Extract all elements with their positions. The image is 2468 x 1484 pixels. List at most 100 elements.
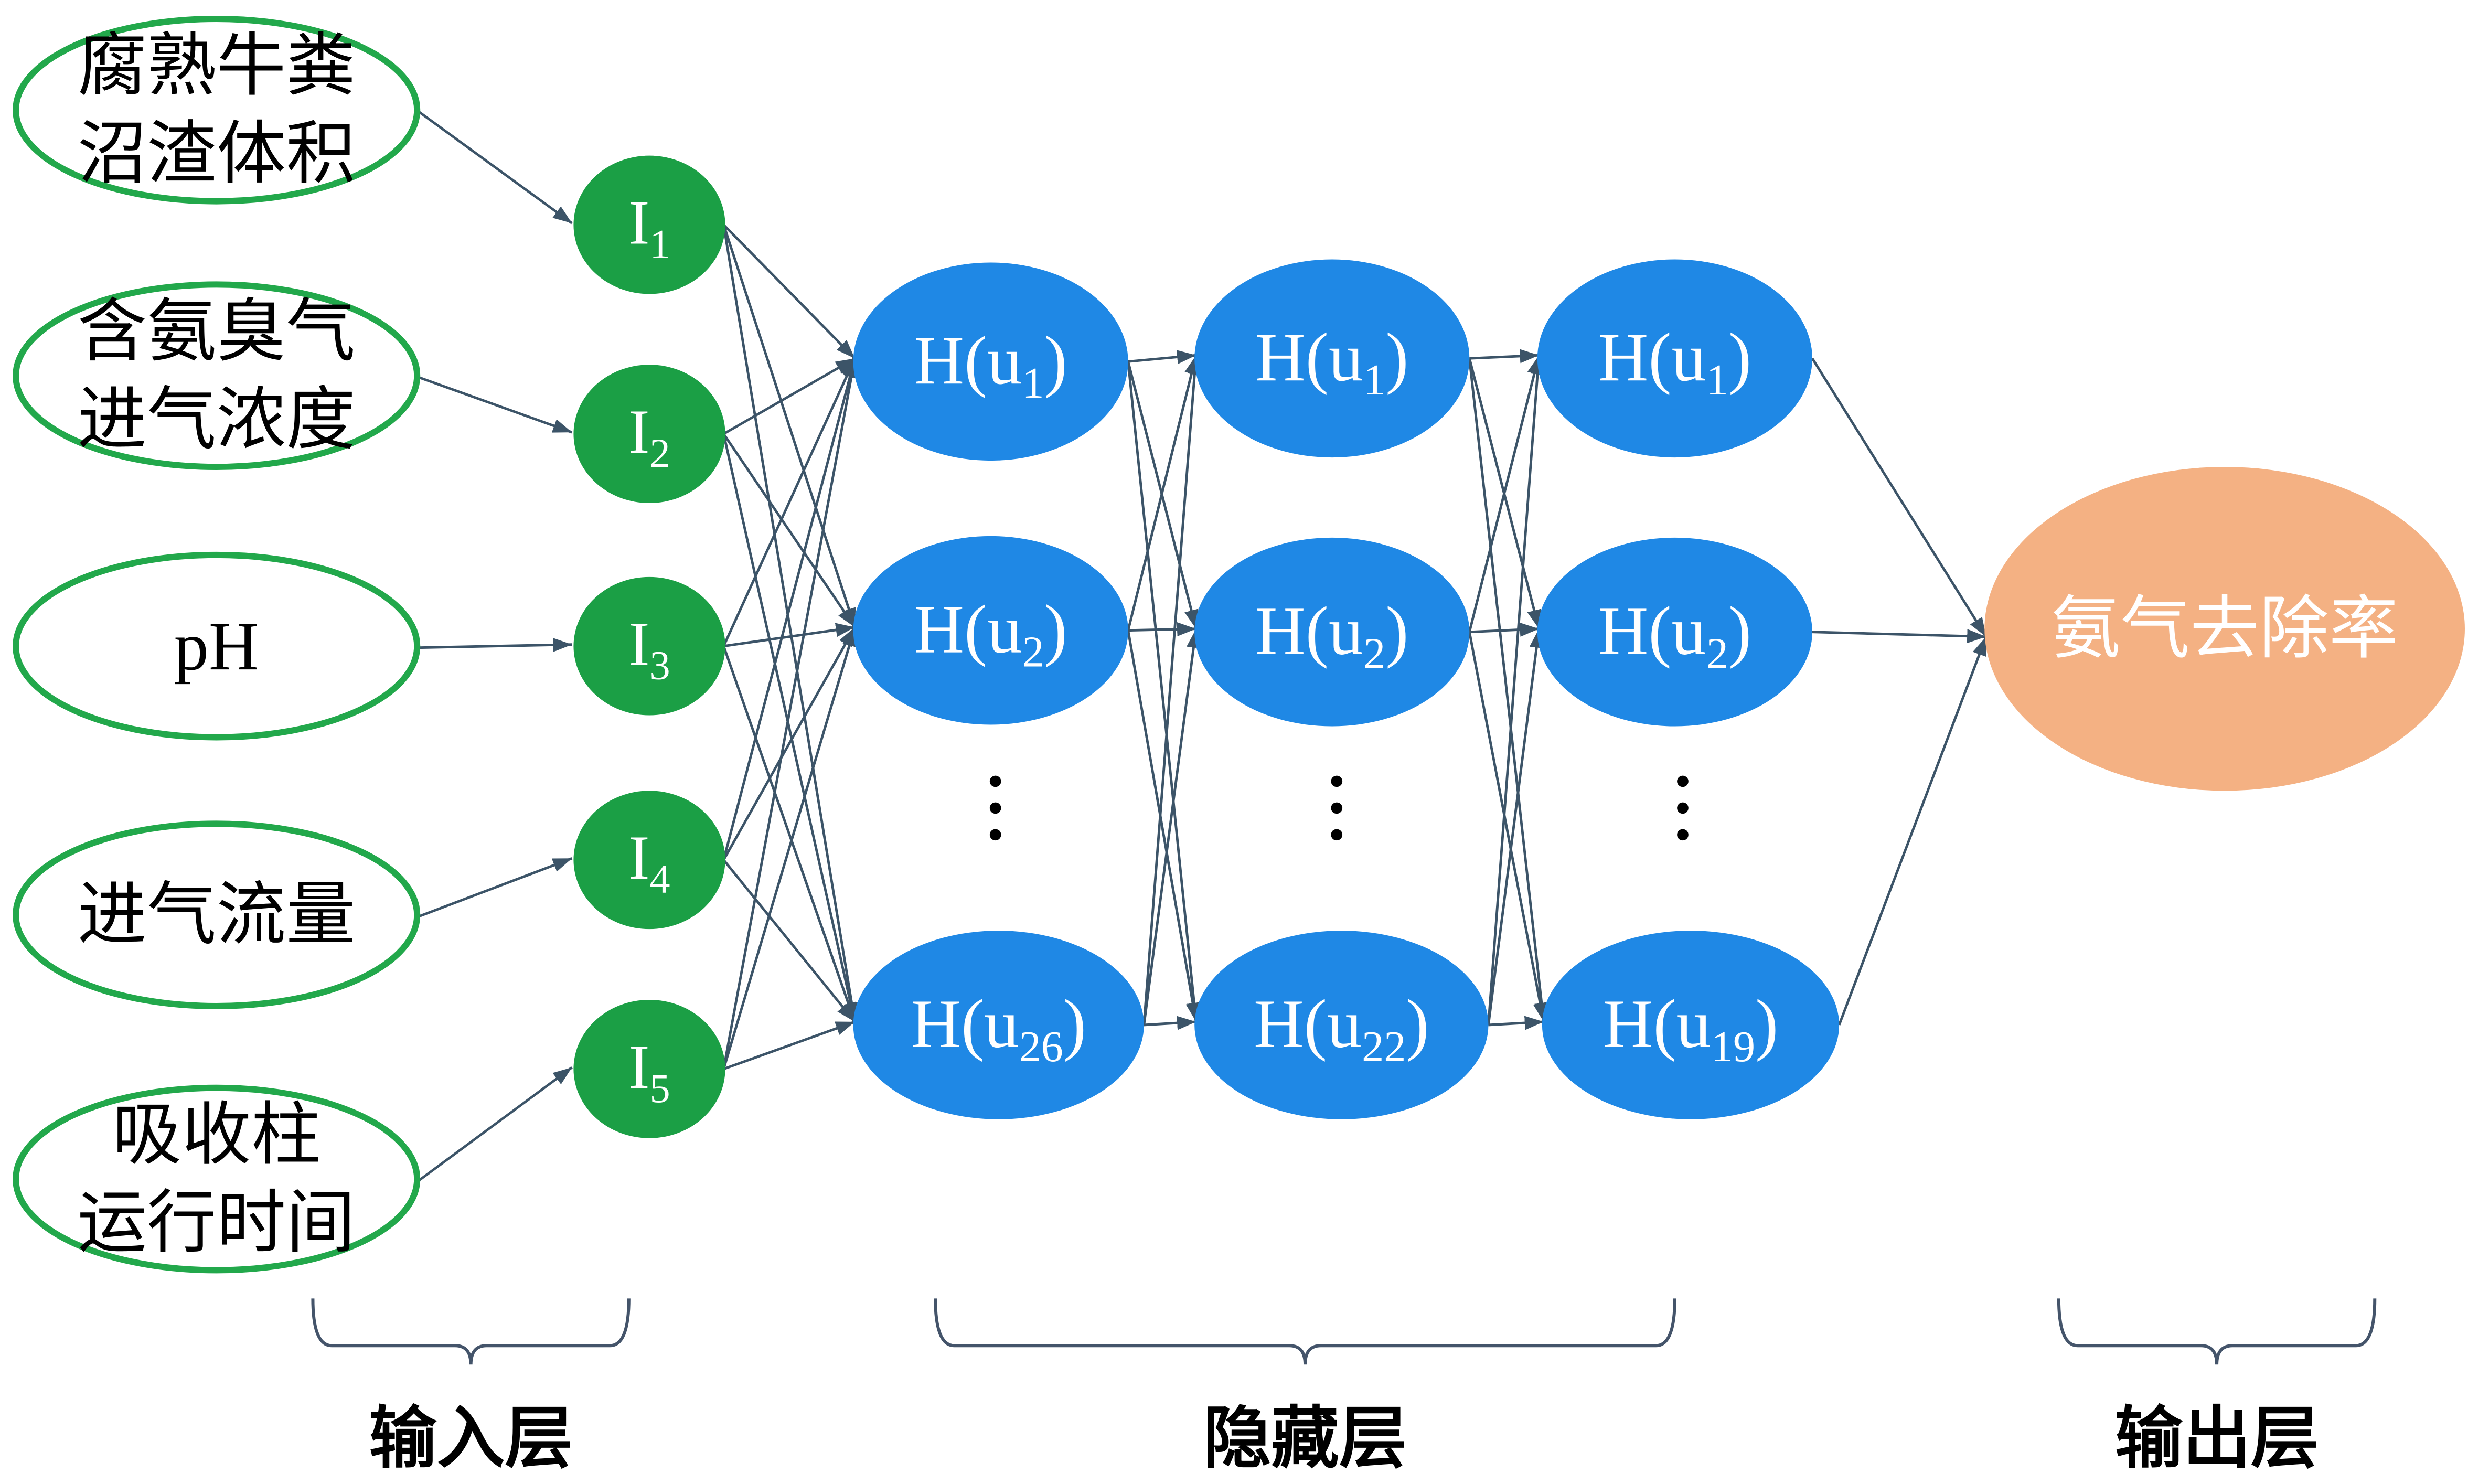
hidden-node-ellipse (1194, 259, 1470, 458)
node-label-close: ) (1728, 319, 1751, 396)
node-label: H(u1) (1598, 319, 1751, 405)
node-label: I3 (628, 609, 670, 688)
connection-arrow (1837, 636, 1988, 1026)
node-label-subscript: 1 (1363, 356, 1385, 404)
input-feature-label: 吸收柱 (112, 1096, 321, 1173)
input-feature-ellipse (13, 15, 421, 205)
layer-bracket-hidden (934, 1298, 1676, 1365)
connection-arrow (722, 358, 856, 647)
hidden-node-ellipse (1537, 259, 1812, 458)
node-label-main: H(u (1254, 985, 1362, 1062)
connection-arrow (722, 223, 856, 359)
input-node-circle (573, 576, 725, 716)
node-label-close: ) (1728, 592, 1751, 669)
hidden-node: H(u1) (1194, 259, 1470, 458)
hidden-node-ellipse (853, 536, 1128, 725)
node-label-main: I (628, 1032, 649, 1102)
hidden-node: H(u2) (1537, 537, 1812, 727)
ellipsis-dot (1331, 829, 1343, 841)
node-label-main: H(u (1255, 592, 1363, 669)
node-label-close: ) (1755, 985, 1778, 1062)
ellipsis-dot (1677, 802, 1689, 814)
connection-arrow (1488, 1016, 1544, 1030)
node-label-subscript: 3 (649, 643, 670, 688)
connection-arrow (1127, 355, 1199, 631)
input-node: I4 (573, 791, 725, 930)
connection-arrow (722, 859, 856, 1023)
layer-label-hidden: 隐藏层 (1203, 1401, 1407, 1476)
hidden-node: H(u1) (853, 262, 1128, 461)
node-label-main: I (628, 823, 649, 892)
hidden-node: H(u2) (853, 536, 1128, 725)
hidden-node-ellipse (1194, 931, 1489, 1119)
input-node-circle (573, 155, 725, 294)
connection-arrow (1469, 622, 1539, 637)
node-label-subscript: 22 (1362, 1022, 1406, 1071)
connection-arrow (722, 626, 856, 861)
node-label: H(u2) (914, 591, 1067, 677)
ellipsis-dot (989, 775, 1001, 787)
node-label-close: ) (1063, 985, 1086, 1062)
input-node-circle (573, 365, 725, 503)
connection-arrow (722, 358, 857, 860)
connection-arrow (1487, 355, 1545, 1026)
connection-arrow (1128, 622, 1196, 637)
node-label-main: H(u (914, 322, 1022, 399)
input-node: I3 (573, 576, 725, 716)
hidden-layer-3: H(u1)H(u2)H(u19) (1537, 259, 1840, 1119)
input-node: I2 (573, 365, 725, 503)
ellipsis-dots (1677, 775, 1689, 841)
connection-arrow (1487, 628, 1544, 1026)
ellipsis-dot (1677, 775, 1689, 787)
node-label: H(u2) (1598, 592, 1751, 678)
connection-arrow (418, 1066, 573, 1182)
hidden-node: H(u19) (1542, 931, 1840, 1119)
connection-arrow (418, 857, 573, 918)
output-node-label: 氨气去除率 (2051, 590, 2399, 667)
hidden-node-ellipse (1194, 537, 1470, 727)
input-feature-label: 进气流量 (78, 877, 356, 954)
node-label-main: H(u (1255, 319, 1363, 396)
node-label-main: I (628, 609, 649, 679)
node-label-close: ) (1385, 319, 1408, 396)
connection-arrow (723, 623, 855, 648)
hidden-node: H(u22) (1194, 931, 1489, 1119)
ellipsis-dot (1331, 775, 1343, 787)
ellipsis-dot (1677, 829, 1689, 841)
node-label-close: ) (1044, 591, 1067, 668)
input-feature-label: 腐熟牛粪 (78, 28, 356, 105)
connection-arrow (1127, 361, 1202, 1022)
node-label-main: H(u (1598, 319, 1706, 396)
hidden-layer-2: H(u1)H(u2)H(u22) (1194, 259, 1489, 1119)
hidden-layer-1: H(u1)H(u2)H(u26) (853, 262, 1144, 1119)
hidden-node-ellipse (853, 931, 1144, 1119)
input-node-circle (573, 999, 725, 1138)
output-node: 氨气去除率 (1984, 467, 2465, 791)
connection-arrow (1469, 349, 1539, 364)
output-node-ellipse (1984, 467, 2465, 791)
hidden-node: H(u1) (1537, 259, 1812, 458)
connection-arrow (722, 224, 856, 628)
node-label-close: ) (1044, 322, 1067, 399)
input-feature-label: pH (174, 607, 259, 685)
layer-label-input: 输入层 (369, 1401, 573, 1476)
hidden-node: H(u2) (1194, 537, 1470, 727)
connection-arrow (723, 1020, 856, 1071)
connection-arrow (1468, 358, 1549, 1022)
input-feature-label: 运行时间 (78, 1184, 356, 1262)
connection-arrow (1142, 628, 1201, 1026)
connection-arrow (1811, 358, 1988, 637)
input-node: I5 (573, 999, 725, 1138)
hidden-node-ellipse (1537, 537, 1812, 727)
node-label: I5 (628, 1032, 670, 1111)
node-label-subscript: 2 (649, 430, 670, 476)
connection-arrow (418, 110, 573, 225)
node-label-subscript: 2 (1706, 629, 1728, 678)
connection-arrow (1142, 355, 1202, 1026)
node-label: H(u1) (1255, 319, 1408, 405)
connection-arrow (1812, 629, 1986, 644)
node-label-main: H(u (911, 985, 1019, 1062)
